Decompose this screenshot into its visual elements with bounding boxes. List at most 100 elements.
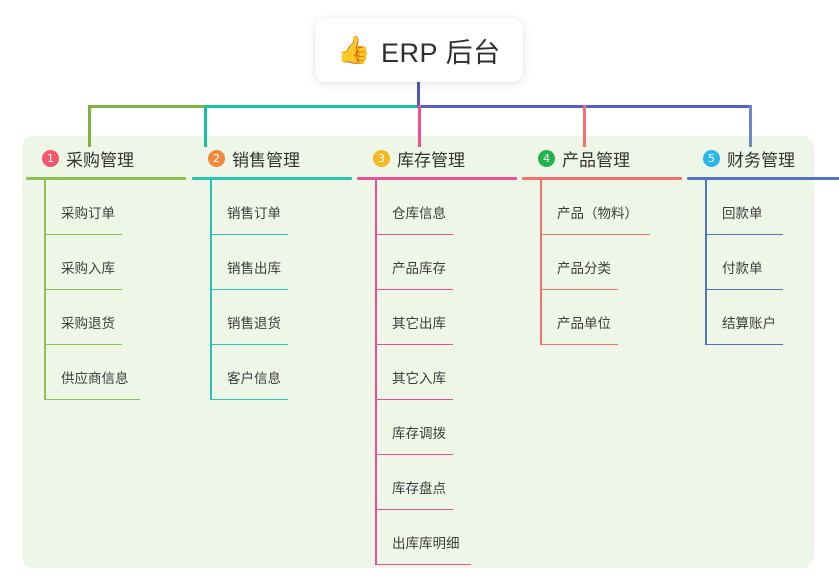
column-header-rule bbox=[26, 177, 186, 180]
connector-drop-4 bbox=[583, 105, 586, 147]
list-item-label: 采购入库 bbox=[61, 261, 115, 276]
list-item-rule bbox=[375, 288, 453, 290]
list-item-rule bbox=[705, 233, 783, 235]
column-items: 采购订单 采购入库 采购退货 供应商信息 bbox=[26, 180, 186, 400]
column-header-rule bbox=[357, 177, 517, 180]
root-node-card[interactable]: 👍 ERP 后台 bbox=[315, 18, 523, 82]
list-item-rule bbox=[375, 508, 453, 510]
list-item-label: 其它入库 bbox=[392, 371, 446, 386]
list-item[interactable]: 采购订单 bbox=[26, 180, 186, 235]
list-item-label: 付款单 bbox=[722, 261, 763, 276]
list-item[interactable]: 结算账户 bbox=[687, 290, 839, 345]
column-header[interactable]: 1 采购管理 bbox=[26, 146, 186, 170]
list-item[interactable]: 仓库信息 bbox=[357, 180, 517, 235]
column-title: 销售管理 bbox=[232, 150, 300, 170]
column-header[interactable]: 3 库存管理 bbox=[357, 146, 517, 170]
list-item-rule bbox=[540, 233, 650, 235]
column-badge: 1 bbox=[42, 149, 59, 167]
list-item-rule bbox=[375, 343, 453, 345]
list-item-rule bbox=[705, 343, 783, 345]
list-item[interactable]: 其它入库 bbox=[357, 345, 517, 400]
list-item[interactable]: 销售订单 bbox=[192, 180, 352, 235]
branch-column-sales: 2 销售管理 销售订单 销售出库 销售退货 客户信息 bbox=[192, 146, 352, 400]
list-item[interactable]: 回款单 bbox=[687, 180, 839, 235]
list-item-label: 采购退货 bbox=[61, 316, 115, 331]
list-item-rule bbox=[44, 343, 122, 345]
list-item[interactable]: 客户信息 bbox=[192, 345, 352, 400]
list-item-rule bbox=[375, 563, 471, 565]
connector-drop-5 bbox=[749, 105, 752, 147]
list-item-label: 产品（物料） bbox=[557, 206, 638, 221]
list-item-label: 产品单位 bbox=[557, 316, 611, 331]
list-item-label: 销售出库 bbox=[227, 261, 281, 276]
list-item-rule bbox=[375, 233, 453, 235]
list-item-rule bbox=[44, 288, 122, 290]
list-item-label: 销售订单 bbox=[227, 206, 281, 221]
column-trunk-line bbox=[540, 180, 542, 345]
page-title: ERP 后台 bbox=[381, 37, 501, 68]
list-item-rule bbox=[210, 288, 288, 290]
list-item-label: 产品分类 bbox=[557, 261, 611, 276]
list-item[interactable]: 采购入库 bbox=[26, 235, 186, 290]
connector-stem bbox=[417, 82, 420, 107]
list-item-label: 回款单 bbox=[722, 206, 763, 221]
list-item[interactable]: 付款单 bbox=[687, 235, 839, 290]
thumbs-up-icon: 👍 bbox=[337, 34, 372, 65]
column-trunk-line bbox=[210, 180, 212, 400]
column-title: 产品管理 bbox=[562, 150, 630, 170]
diagram-background-panel bbox=[22, 136, 814, 568]
list-item-label: 库存调拨 bbox=[392, 426, 446, 441]
list-item-rule bbox=[375, 453, 453, 455]
list-item-rule bbox=[540, 343, 618, 345]
branch-column-finance: 5 财务管理 回款单 付款单 结算账户 bbox=[687, 146, 839, 345]
column-header-rule bbox=[687, 177, 839, 180]
connector-drop-3 bbox=[418, 105, 421, 147]
column-title: 库存管理 bbox=[397, 150, 465, 170]
list-item-rule bbox=[705, 288, 783, 290]
list-item[interactable]: 其它出库 bbox=[357, 290, 517, 345]
column-header[interactable]: 4 产品管理 bbox=[522, 146, 682, 170]
column-header-rule bbox=[522, 177, 682, 180]
column-trunk-line bbox=[44, 180, 46, 400]
branch-column-inventory: 3 库存管理 仓库信息 产品库存 其它出库 其它入库 库存调拨 库存盘点 bbox=[357, 146, 517, 565]
list-item[interactable]: 产品分类 bbox=[522, 235, 682, 290]
list-item-rule bbox=[210, 398, 288, 400]
connector-bar-teal bbox=[204, 105, 419, 108]
list-item[interactable]: 出库库明细 bbox=[357, 510, 517, 565]
list-item[interactable]: 销售退货 bbox=[192, 290, 352, 345]
list-item-label: 销售退货 bbox=[227, 316, 281, 331]
list-item-rule bbox=[540, 288, 618, 290]
list-item[interactable]: 库存盘点 bbox=[357, 455, 517, 510]
column-header[interactable]: 5 财务管理 bbox=[687, 146, 839, 170]
list-item-label: 客户信息 bbox=[227, 371, 281, 386]
branch-column-purchasing: 1 采购管理 采购订单 采购入库 采购退货 供应商信息 bbox=[26, 146, 186, 400]
column-items: 产品（物料） 产品分类 产品单位 bbox=[522, 180, 682, 345]
list-item[interactable]: 产品（物料） bbox=[522, 180, 682, 235]
list-item[interactable]: 产品库存 bbox=[357, 235, 517, 290]
column-badge: 3 bbox=[373, 149, 390, 167]
list-item-label: 仓库信息 bbox=[392, 206, 446, 221]
connector-drop-1 bbox=[88, 105, 91, 147]
list-item[interactable]: 销售出库 bbox=[192, 235, 352, 290]
list-item-label: 其它出库 bbox=[392, 316, 446, 331]
list-item-rule bbox=[210, 233, 288, 235]
list-item[interactable]: 供应商信息 bbox=[26, 345, 186, 400]
column-badge: 4 bbox=[538, 149, 555, 167]
column-items: 回款单 付款单 结算账户 bbox=[687, 180, 839, 345]
list-item-label: 结算账户 bbox=[722, 316, 776, 331]
column-header[interactable]: 2 销售管理 bbox=[192, 146, 352, 170]
list-item[interactable]: 产品单位 bbox=[522, 290, 682, 345]
list-item-label: 出库库明细 bbox=[392, 536, 460, 551]
list-item-rule bbox=[44, 398, 140, 400]
list-item-label: 供应商信息 bbox=[61, 371, 129, 386]
column-badge: 5 bbox=[703, 149, 720, 167]
branch-column-product: 4 产品管理 产品（物料） 产品分类 产品单位 bbox=[522, 146, 682, 345]
list-item-rule bbox=[375, 398, 453, 400]
column-items: 销售订单 销售出库 销售退货 客户信息 bbox=[192, 180, 352, 400]
column-badge: 2 bbox=[208, 149, 225, 167]
list-item[interactable]: 采购退货 bbox=[26, 290, 186, 345]
list-item[interactable]: 库存调拨 bbox=[357, 400, 517, 455]
column-header-rule bbox=[192, 177, 352, 180]
column-trunk-line bbox=[375, 180, 377, 565]
list-item-rule bbox=[210, 343, 288, 345]
